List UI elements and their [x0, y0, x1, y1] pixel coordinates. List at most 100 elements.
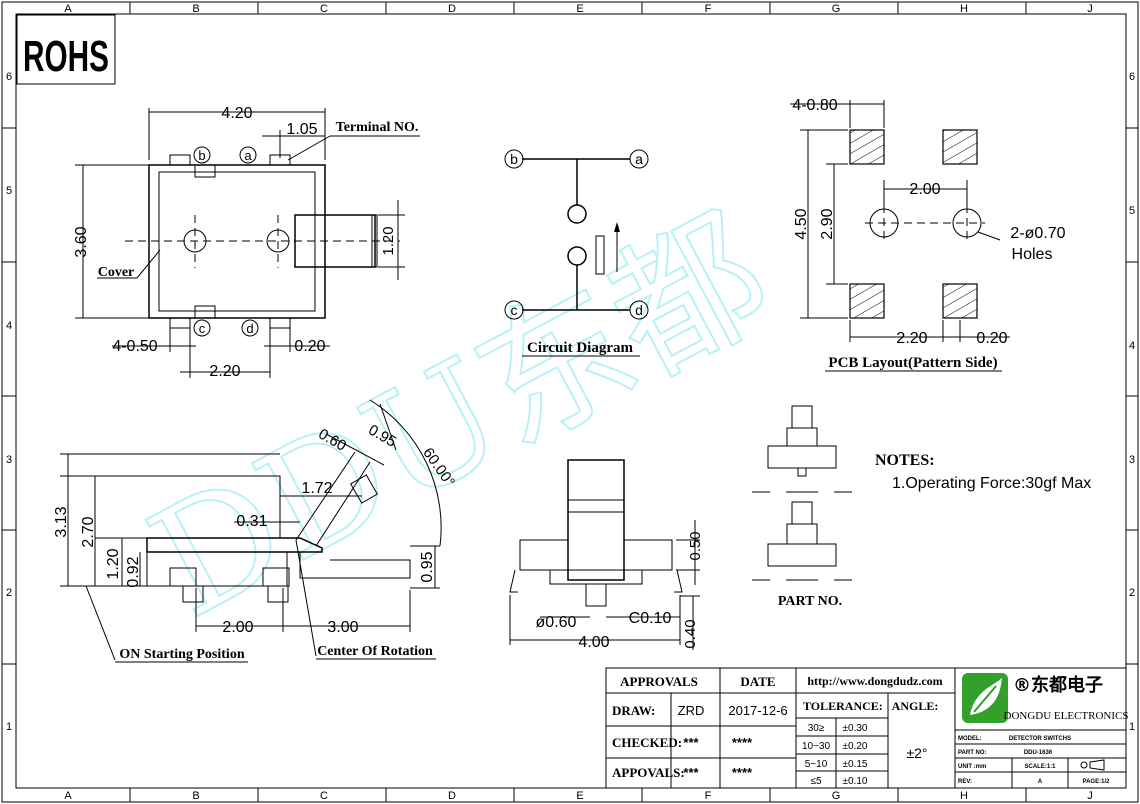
pcb-hole-pitch: 2.00	[909, 181, 940, 198]
side-dim-172: 1.72	[301, 480, 332, 497]
tb-approvals: APPROVALS	[620, 674, 698, 689]
col-label: A	[64, 790, 72, 802]
row-label: 6	[6, 71, 12, 83]
pcb-outer-dim: 4.50	[793, 208, 810, 239]
pin-c-label: c	[199, 321, 206, 336]
side-dim-031: 0.31	[236, 513, 267, 530]
col-label: D	[448, 3, 456, 15]
tb-part-label: PART NO:	[958, 750, 987, 756]
col-label: H	[960, 3, 968, 15]
col-label: H	[960, 790, 968, 802]
side-dim-300: 3.00	[327, 619, 358, 636]
row-label: 5	[6, 185, 12, 197]
tb-model-label: MODEL:	[958, 736, 982, 742]
col-label: B	[192, 790, 199, 802]
tb-checked-date: ****	[732, 735, 753, 750]
col-label: G	[832, 790, 841, 802]
note-item: 1.Operating Force:30gf Max	[892, 475, 1091, 492]
tb-tol-range: 5~10	[805, 759, 828, 770]
tb-company-en: DONGDU ELECTRONICS	[1004, 710, 1129, 722]
rohs-mark: ROHS	[16, 14, 116, 85]
tb-url: http://www.dongdudz.com	[807, 674, 942, 688]
tb-checked-by: ***	[683, 735, 699, 750]
pin-a-label: a	[244, 148, 252, 163]
col-label: J	[1087, 790, 1093, 802]
pin-d-label: d	[246, 321, 253, 336]
pin-b-label: b	[198, 148, 205, 163]
tb-date: DATE	[740, 674, 775, 689]
tb-tolerance-label: TOLERANCE:	[803, 699, 883, 713]
tb-tol-value: ±0.15	[843, 759, 868, 770]
row-label: 6	[1129, 71, 1135, 83]
part-no-views: PART NO.	[752, 405, 852, 609]
notes: NOTES: 1.Operating Force:30gf Max	[875, 452, 1091, 492]
pcb-holes-label: Holes	[1012, 246, 1053, 263]
tb-appovals-label: APPOVALS:	[612, 765, 685, 780]
tb-draw-label: DRAW:	[612, 703, 655, 718]
circuit-pin-b: b	[510, 151, 518, 167]
company-logo-icon	[962, 673, 1008, 723]
tb-checked-label: CHECKED:	[612, 735, 682, 750]
side-dim-200: 2.00	[222, 619, 253, 636]
tb-appovals-date: ****	[732, 765, 753, 780]
pcb-layout: 4-0.80 2.00 4.50 2.90 2-ø0.70 Holes 2.20…	[790, 97, 1066, 372]
notes-title: NOTES:	[875, 452, 935, 469]
tb-angle-value: ±2°	[906, 745, 927, 761]
tb-angle-label: ANGLE:	[892, 699, 939, 713]
col-label: E	[576, 3, 583, 15]
tb-scale: SCALE:1:1	[1024, 764, 1056, 770]
tb-page: PAGE:1/2	[1083, 779, 1111, 785]
row-label: 5	[1129, 205, 1135, 217]
tb-rev-label: REV:	[958, 779, 972, 785]
row-label: 3	[6, 454, 12, 466]
row-label: 1	[6, 721, 12, 733]
col-label: D	[448, 790, 456, 802]
tb-company-cn: ®东都电子	[1013, 674, 1103, 696]
dim-height: 3.60	[73, 226, 90, 257]
row-label: 2	[6, 587, 12, 599]
col-label: C	[320, 3, 328, 15]
circuit-pin-c: c	[511, 302, 518, 318]
dim-actuator: 1.20	[380, 226, 397, 255]
row-label: 3	[1129, 454, 1135, 466]
side-dim-095b: 0.95	[419, 551, 436, 582]
pcb-title: PCB Layout(Pattern Side)	[828, 355, 997, 371]
front-dim-040: 0.40	[682, 619, 699, 648]
side-dim-270: 2.70	[80, 516, 97, 547]
top-view: 4.20 1.05 Terminal NO. 3.60 1.20 Cover 4…	[73, 105, 420, 380]
tb-unit: UNIT :mm	[958, 764, 986, 770]
dim-terminal-width: 4-0.50	[112, 338, 157, 355]
front-dim-400: 4.00	[578, 634, 609, 651]
front-view: 0.50 ø0.60 C0.10 0.40 4.00	[509, 459, 704, 651]
dim-terminal-pitch: 1.05	[286, 121, 317, 138]
dim-offset: 0.20	[294, 338, 325, 355]
dim-pitch: 2.20	[209, 363, 240, 380]
side-dim-120: 1.20	[105, 548, 122, 579]
rohs-label: ROHS	[23, 32, 109, 81]
projection-symbol-icon	[1080, 759, 1105, 771]
side-dim-313: 3.13	[53, 506, 70, 537]
front-dim-050: 0.50	[687, 531, 704, 560]
tb-tol-value: ±0.30	[843, 723, 868, 734]
tb-draw-by: ZRD	[678, 703, 705, 718]
col-label: F	[705, 790, 712, 802]
circuit-pin-d: d	[635, 302, 643, 318]
pcb-holes-dim: 2-ø0.70	[1010, 225, 1065, 242]
tb-tol-value: ±0.10	[843, 776, 868, 787]
on-start-label: ON Starting Position	[119, 647, 244, 662]
side-dim-092: 0.92	[125, 556, 142, 587]
tb-draw-date: 2017-12-6	[728, 703, 787, 718]
row-labels-left: 6 5 4 3 2 1	[6, 71, 12, 733]
cover-label: Cover	[98, 265, 135, 280]
terminal-no-label: Terminal NO.	[336, 120, 419, 135]
row-label: 1	[1129, 721, 1135, 733]
title-block: APPROVALS DATE http://www.dongdudz.com D…	[605, 667, 1129, 789]
row-label: 4	[1129, 340, 1135, 352]
tb-tol-range: 30≥	[808, 723, 825, 734]
tb-tol-range: 10~30	[802, 741, 831, 752]
circuit-pin-a: a	[635, 151, 643, 167]
circuit-title: Circuit Diagram	[527, 340, 633, 356]
row-label: 4	[6, 320, 12, 332]
